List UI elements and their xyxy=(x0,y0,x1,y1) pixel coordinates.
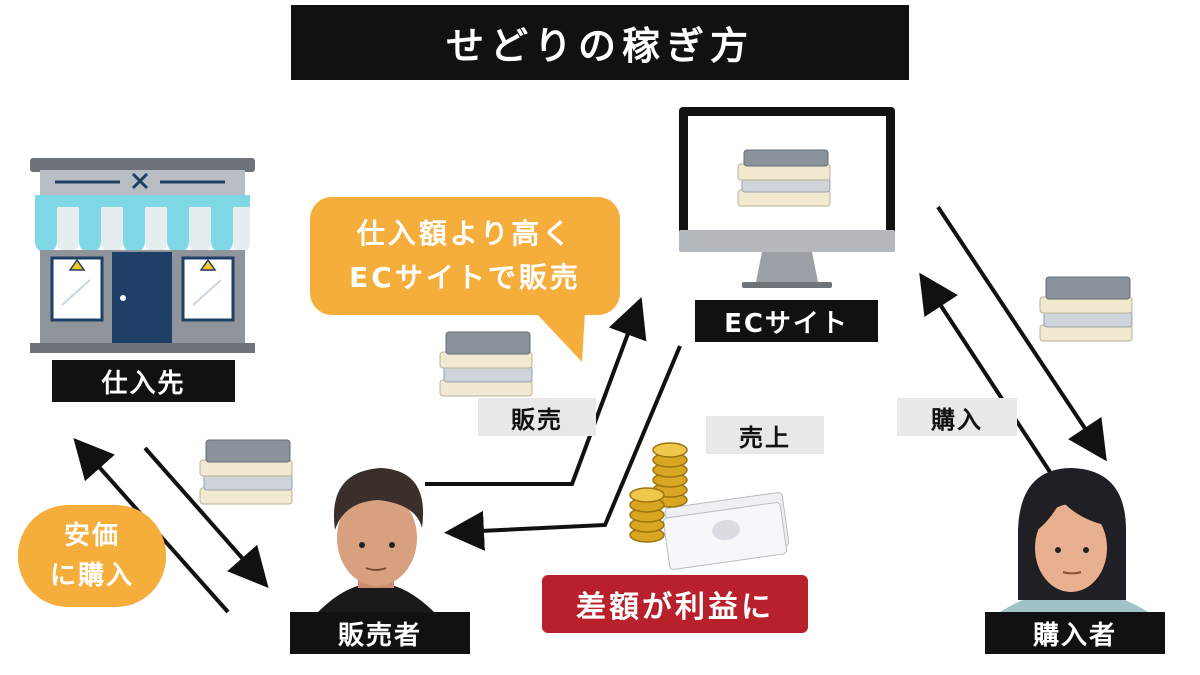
arrow-ec-to-buyer xyxy=(936,205,1107,462)
buyer-label: 購入者 xyxy=(985,612,1165,654)
ec-callout: 仕入額より高く ECサイトで販売 xyxy=(310,197,620,315)
arrow-ec-to-seller xyxy=(444,345,682,551)
ec-callout-line1: 仕入額より高く xyxy=(356,217,574,250)
page-title: せどりの稼ぎ方 xyxy=(291,5,909,80)
cheap-callout-line2: に購入 xyxy=(49,561,134,591)
arrow-buyer-to-ec xyxy=(919,272,1052,474)
profit-badge: 差額が利益に xyxy=(542,575,808,633)
purchase-flow-label: 購入 xyxy=(897,398,1017,436)
store-icon xyxy=(30,158,255,353)
arrow-seller-to-ec xyxy=(425,297,647,486)
supplier-label: 仕入先 xyxy=(52,360,235,402)
books-icon xyxy=(439,331,533,397)
books-icon xyxy=(1039,276,1133,342)
cheap-callout-line1: 安価 xyxy=(63,521,120,551)
books-icon xyxy=(737,149,831,207)
cheap-callout: 安価 に購入 xyxy=(18,505,166,607)
seller-label: 販売者 xyxy=(290,612,470,654)
sales-flow-label: 売上 xyxy=(706,416,824,454)
sell-flow-label: 販売 xyxy=(478,398,596,436)
money-icon xyxy=(629,442,790,570)
arrow-supplier-to-seller xyxy=(143,446,269,588)
ec-site-label: ECサイト xyxy=(695,300,878,342)
seller-avatar xyxy=(318,468,434,612)
flow-arrows xyxy=(73,205,1107,614)
bubble-tail xyxy=(535,312,585,362)
books-icon xyxy=(199,439,293,505)
buyer-avatar xyxy=(1000,468,1148,612)
ec-callout-line2: ECサイトで販売 xyxy=(349,261,581,294)
